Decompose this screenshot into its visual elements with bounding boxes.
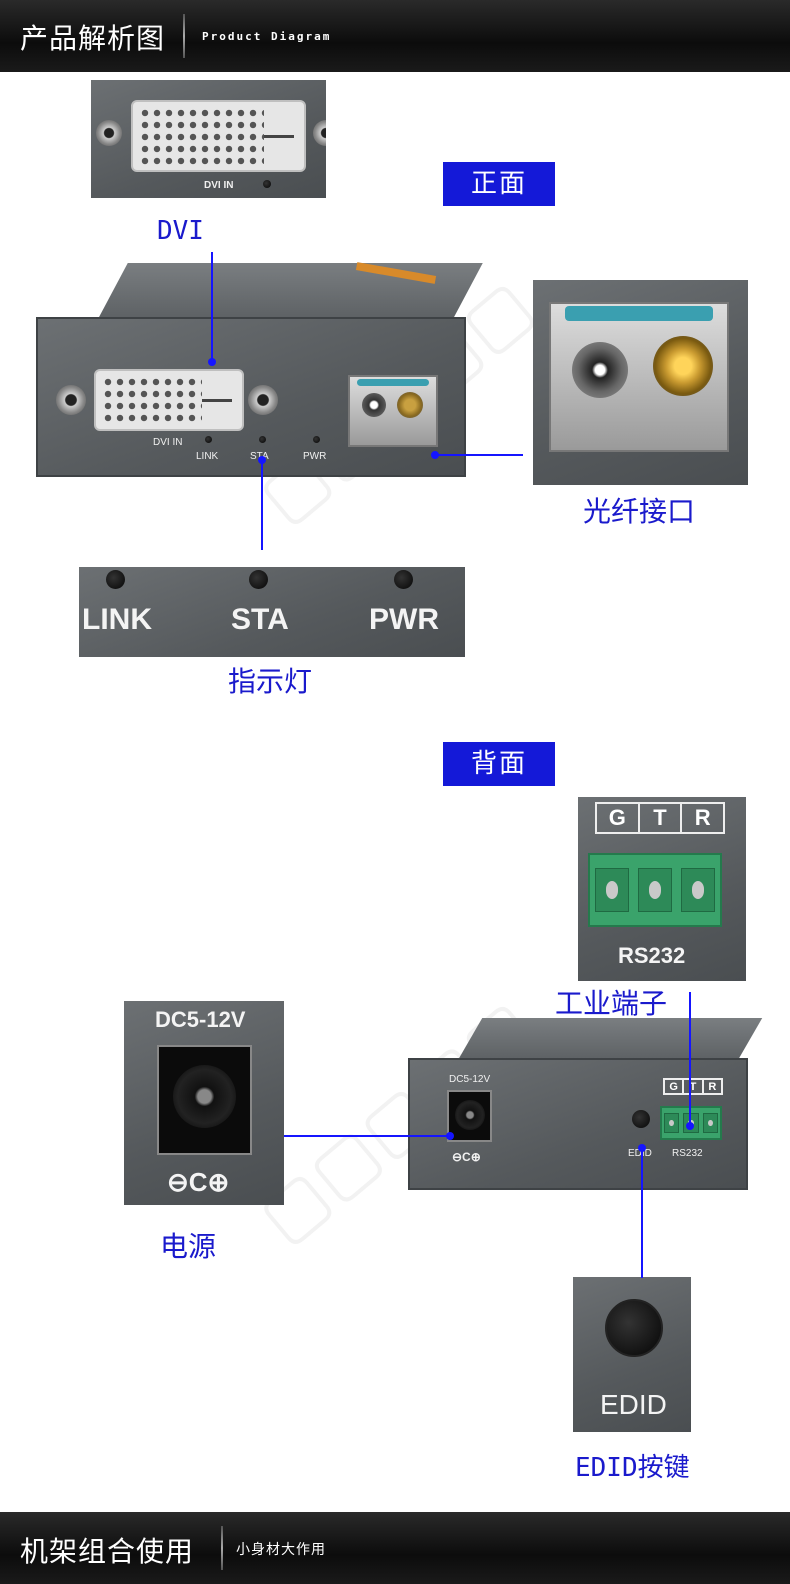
terminal-closeup-photo: G T R RS232: [578, 797, 746, 981]
footer-subtitle: 小身材大作用: [236, 1542, 326, 1558]
terminal-name: RS232: [672, 1148, 703, 1159]
led-icon: [205, 436, 212, 443]
footer-title: 机架组合使用: [20, 1535, 195, 1568]
dvi-port-label: DVI IN: [204, 180, 234, 191]
fiber-port: [348, 375, 438, 447]
back-device: DC5-12V ⊖C⊕ EDID G T R RS232: [408, 1018, 763, 1190]
led-icon: [259, 436, 266, 443]
led-icon: [106, 570, 125, 589]
terminal-label: 工业端子: [555, 987, 668, 1020]
fiber-callout-line: [435, 454, 523, 456]
screw-icon: [248, 385, 278, 415]
power-closeup-photo: DC5-12V ⊖C⊕: [124, 1001, 284, 1205]
led-link-label: LINK: [82, 603, 152, 636]
edid-text: EDID: [628, 1148, 652, 1159]
back-tag: 背面: [443, 742, 555, 786]
page-subtitle: Product Diagram: [202, 30, 332, 43]
dvi-callout-dot: [208, 358, 216, 366]
polarity-icon: ⊖C⊕: [167, 1167, 230, 1197]
led-icon: [313, 436, 320, 443]
screw-icon: [56, 385, 86, 415]
screw-icon: [96, 120, 122, 146]
footer-bar: 机架组合使用 小身材大作用: [0, 1512, 790, 1584]
screw-icon: [313, 120, 326, 146]
edid-button-icon: [605, 1299, 663, 1357]
power-jack: [447, 1090, 492, 1142]
led-closeup-photo: LINK STA PWR: [79, 567, 465, 657]
terminal-pin-labels: G T R: [595, 802, 725, 834]
header-divider: [183, 14, 185, 58]
fiber-closeup-photo: [533, 280, 748, 485]
pin-g-label: G: [597, 804, 640, 832]
edid-callout-dot: [638, 1144, 646, 1152]
terminal-callout-dot: [686, 1122, 694, 1130]
fiber-callout-dot: [431, 451, 439, 459]
back-panel: DC5-12V ⊖C⊕ EDID G T R RS232: [408, 1058, 748, 1190]
terminal-pin-labels: G T R: [663, 1078, 723, 1095]
power-jack: [157, 1045, 252, 1155]
terminal-block: [660, 1106, 722, 1140]
edid-callout-line: [641, 1148, 643, 1278]
pin-r-label: R: [694, 805, 711, 830]
led-link-label: LINK: [196, 451, 219, 462]
dvi-connector: [131, 100, 306, 172]
terminal-name: RS232: [618, 943, 686, 968]
dvi-port-label: DVI IN: [153, 437, 183, 448]
led-icon: [263, 180, 271, 188]
pin-t-label: T: [684, 1080, 704, 1093]
power-callout-line: [284, 1135, 449, 1137]
pin-r-label: R: [708, 1081, 717, 1093]
led-pwr-label: PWR: [369, 603, 439, 636]
dvi-connector: [94, 369, 244, 431]
page-title: 产品解析图: [20, 22, 166, 55]
dvi-label: DVI: [157, 216, 204, 246]
led-icon: [249, 570, 268, 589]
power-spec: DC5-12V: [449, 1074, 491, 1085]
edid-text: EDID: [600, 1389, 667, 1420]
led-icon: [394, 570, 413, 589]
power-callout-dot: [446, 1132, 454, 1140]
led-callout-line: [261, 460, 263, 550]
fiber-label: 光纤接口: [583, 495, 696, 528]
led-label: 指示灯: [228, 665, 313, 698]
terminal-block: [588, 853, 722, 927]
front-panel: DVI IN LINK STA PWR: [36, 317, 466, 477]
terminal-callout-line: [689, 992, 691, 1126]
front-device: DVI IN LINK STA PWR: [36, 262, 483, 478]
edid-label: EDID按键: [575, 1453, 690, 1483]
footer-divider: [221, 1526, 223, 1570]
dvi-callout-line: [211, 252, 213, 362]
polarity-icon: ⊖C⊕: [452, 1150, 481, 1164]
led-pwr-label: PWR: [303, 451, 327, 462]
power-label: 电源: [160, 1230, 217, 1263]
led-callout-dot: [258, 456, 266, 464]
dvi-closeup-photo: DVI IN: [91, 80, 326, 198]
pin-t-label: T: [640, 804, 683, 832]
header-bar: 产品解析图 Product Diagram: [0, 0, 790, 72]
led-sta-label: STA: [231, 603, 289, 636]
fiber-port: [549, 302, 729, 452]
edid-button-icon: [632, 1110, 650, 1128]
power-spec: DC5-12V: [155, 1007, 246, 1032]
front-tag: 正面: [443, 162, 555, 206]
pin-g-label: G: [665, 1080, 685, 1093]
edid-closeup-photo: EDID: [573, 1277, 691, 1432]
